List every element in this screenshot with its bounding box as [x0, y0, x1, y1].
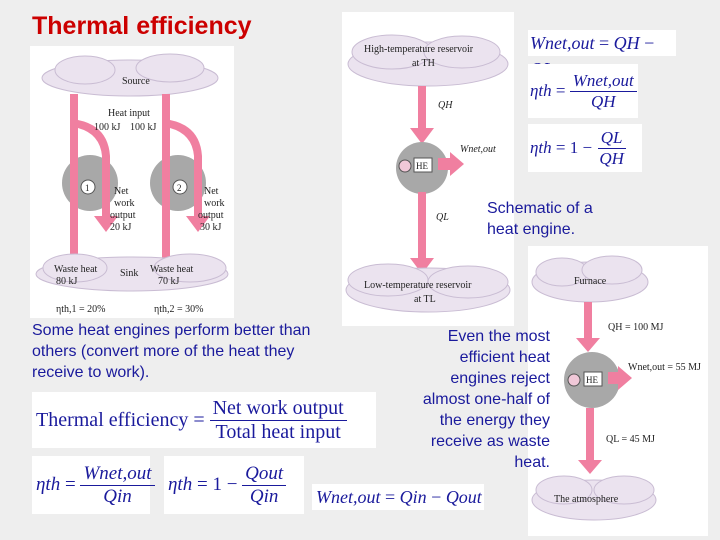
eq-wnet-qh-ql: Wnet,out = QH − QL — [528, 30, 676, 79]
svg-text:Waste heat: Waste heat — [54, 264, 98, 275]
heat-arrow-2 — [154, 94, 178, 282]
svg-text:HE: HE — [416, 161, 428, 171]
caption-left: Some heat engines perform better than ot… — [32, 322, 311, 381]
svg-text:100 kJ: 100 kJ — [94, 122, 121, 133]
work-arrow-2 — [170, 120, 210, 232]
svg-text:Net: Net — [204, 186, 219, 197]
furnace-ql-arrow — [578, 408, 602, 474]
svg-text:Wnet,out = 55 MJ: Wnet,out = 55 MJ — [628, 362, 701, 373]
engine-1-label: 1 — [85, 183, 90, 193]
eta-2-label: ηth,2 = 30% — [154, 304, 203, 315]
efficient-engine-figure: Furnace QH = 100 MJ HE Wnet,out = 55 MJ … — [528, 246, 708, 536]
slide-title: Thermal efficiency — [32, 12, 252, 40]
svg-text:Heat input: Heat input — [108, 108, 150, 119]
two-engines-figure: Source 1 2 Heat input 100 kJ 100 kJ Net … — [30, 46, 234, 318]
svg-text:at TH: at TH — [412, 58, 435, 69]
svg-text:output: output — [198, 210, 224, 221]
svg-text:Net: Net — [114, 186, 129, 197]
furnace-wnet-arrow — [608, 366, 632, 390]
atmosphere-cloud — [531, 475, 657, 521]
low-temp-cloud — [345, 263, 511, 313]
svg-text:Wnet,out: Wnet,out — [460, 144, 496, 155]
svg-text:HE: HE — [586, 375, 598, 385]
furnace-qh-arrow — [576, 302, 600, 352]
svg-text:work: work — [114, 198, 135, 209]
svg-text:High-temperature reservoir: High-temperature reservoir — [364, 44, 474, 55]
ql-arrow — [410, 192, 434, 274]
svg-text:Low-temperature reservoir: Low-temperature reservoir — [364, 280, 472, 291]
caption-schematic: Schematic of a heat engine. — [487, 200, 593, 238]
svg-text:30 kJ: 30 kJ — [200, 222, 222, 233]
svg-text:at TL: at TL — [414, 294, 436, 305]
work-arrow-1 — [78, 120, 118, 232]
svg-text:QH: QH — [438, 100, 453, 111]
eq-wnet-qin-qout: Wnet,out = Qin − Qout — [312, 484, 484, 510]
sink-cloud — [35, 253, 229, 292]
eta-1-label: ηth,1 = 20% — [56, 304, 105, 315]
svg-text:Sink: Sink — [120, 268, 138, 279]
svg-text:The atmosphere: The atmosphere — [554, 494, 619, 505]
svg-text:70 kJ: 70 kJ — [158, 276, 180, 287]
engine-2-label: 2 — [177, 183, 182, 193]
heat-arrow-1 — [62, 94, 86, 282]
high-temp-cloud — [347, 34, 509, 87]
svg-text:QH = 100 MJ: QH = 100 MJ — [608, 322, 663, 333]
svg-text:20 kJ: 20 kJ — [110, 222, 132, 233]
qh-arrow — [410, 86, 434, 144]
svg-text:output: output — [110, 210, 136, 221]
svg-text:Waste heat: Waste heat — [150, 264, 194, 275]
heat-engine-schematic: High-temperature reservoir at TH QH HE W… — [342, 12, 514, 326]
source-label: Source — [122, 76, 150, 87]
svg-text:QL = 45 MJ: QL = 45 MJ — [606, 434, 655, 445]
svg-text:work: work — [204, 198, 225, 209]
wnet-arrow — [438, 152, 464, 176]
furnace-cloud — [531, 255, 649, 303]
svg-text:QL: QL — [436, 212, 449, 223]
caption-right: Even the most efficient heat engines rej… — [422, 328, 550, 471]
svg-text:80 kJ: 80 kJ — [56, 276, 78, 287]
svg-text:Furnace: Furnace — [574, 276, 607, 287]
svg-text:100 kJ: 100 kJ — [130, 122, 157, 133]
source-cloud — [41, 53, 219, 97]
